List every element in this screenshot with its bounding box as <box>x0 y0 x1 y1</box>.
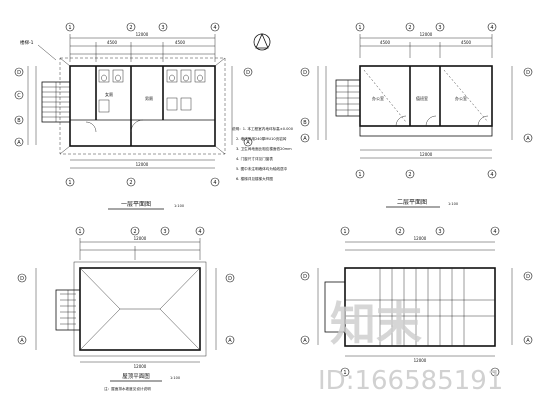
axis-label: A <box>20 338 24 344</box>
axis-label: 3 <box>438 229 441 235</box>
axis-label: 4 <box>198 229 201 235</box>
watermark-id: ID:166585191 <box>318 366 503 396</box>
axis-label: D <box>20 276 24 282</box>
stair-tag: 楼梯-1 <box>20 39 34 46</box>
axis-label: C <box>17 93 21 99</box>
dim-overall-bottom: 12000 <box>420 152 433 157</box>
axis-label: 4 <box>213 25 216 31</box>
axis-label: 2 <box>129 180 132 186</box>
plan-scale: 1:100 <box>174 204 184 208</box>
axis-label: A <box>526 338 530 344</box>
dim-overall-top: 12000 <box>134 236 147 241</box>
plan-title: 二层平面图 <box>397 199 427 206</box>
axis-label: A <box>303 136 307 142</box>
axis-label: A <box>526 136 530 142</box>
axis-label: D <box>228 276 232 282</box>
axis-label: A <box>303 338 307 344</box>
axis-label: D <box>526 274 530 280</box>
second-floor-plan: 12000 4500 4500 1 2 3 4 D B A D A <box>300 22 533 208</box>
axis-label: 3 <box>163 229 166 235</box>
axis-label: 1 <box>358 25 361 31</box>
axis-label: 2 <box>398 229 401 235</box>
plan-scale: 1:100 <box>170 376 180 380</box>
room-label: 女厕 <box>105 91 113 97</box>
dim-bay: 4500 <box>380 40 391 45</box>
axis-label: D <box>303 274 307 280</box>
note-line: 3. 卫生间地面比相应楼面低20mm <box>236 146 292 151</box>
note-line: 6. 楼梯详见楼梯大样图 <box>236 176 273 181</box>
dim-overall-top: 12000 <box>414 236 427 241</box>
axis-label: 3 <box>438 25 441 31</box>
dim-bay: 4500 <box>461 40 472 45</box>
note-line: 5. 图中未注明墙体均为轴线居中 <box>236 166 288 171</box>
dim-overall-bottom: 12000 <box>414 358 427 363</box>
lower-right-plan: 12000 1 2 3 4 D A D A 12000 <box>300 226 533 377</box>
first-floor-plan: 12000 4500 4500 1 2 3 4 D C B A D A <box>14 22 253 210</box>
dim-overall-bottom: 12000 <box>134 364 147 369</box>
axis-label: D <box>17 70 21 76</box>
plan-title: 一层平面图 <box>121 201 151 208</box>
axis-label: 3 <box>161 25 164 31</box>
axis-label: B <box>17 118 21 124</box>
room-label: 办公室 <box>372 95 384 101</box>
plan-title: 屋顶平面图 <box>122 372 150 380</box>
axis-label: D <box>303 70 307 76</box>
design-notes: 说明：1. 本工程室内地坪标高±0.000 2. 墙体采用240厚MU10页岩砖… <box>232 126 294 181</box>
axis-label: 1 <box>68 25 71 31</box>
axis-label: D <box>526 70 530 76</box>
north-arrow-icon <box>253 32 271 51</box>
watermark-logo: 知末 <box>330 297 422 351</box>
watermark: 知末 ID:166585191 <box>318 297 503 396</box>
axis-label: A <box>17 140 21 146</box>
note-line: 4. 门窗尺寸详见门窗表 <box>236 156 273 161</box>
axis-label: A <box>246 140 250 146</box>
axis-label: B <box>303 120 307 126</box>
axis-label: 4 <box>493 370 496 376</box>
axis-label: 1 <box>78 229 81 235</box>
note-line: 2. 墙体采用240厚MU10页岩砖 <box>236 136 287 141</box>
room-label: 办公室 <box>455 95 467 101</box>
dim-overall-bottom: 12000 <box>136 162 149 167</box>
roof-plan: 12000 1 2 3 4 D A D A <box>17 226 235 391</box>
axis-label: 2 <box>133 229 136 235</box>
axis-label: 4 <box>490 25 493 31</box>
note-line: 说明：1. 本工程室内地坪标高±0.000 <box>232 126 294 131</box>
room-label: 值班室 <box>416 95 428 101</box>
axis-label: 4 <box>213 180 216 186</box>
dim-bay: 4500 <box>175 40 186 45</box>
dim-bay: 4500 <box>107 40 118 45</box>
axis-label: 1 <box>343 370 346 376</box>
axis-label: 1 <box>358 172 361 178</box>
axis-label: 2 <box>129 25 132 31</box>
axis-label: 1 <box>343 229 346 235</box>
axis-label: 2 <box>408 172 411 178</box>
axis-label: 2 <box>408 25 411 31</box>
room-label: 男厕 <box>145 95 153 101</box>
axis-label: A <box>228 338 232 344</box>
roof-note: 注：屋面排水坡度见设计说明 <box>104 386 151 391</box>
axis-label: D <box>246 70 250 76</box>
plan-scale: 1:100 <box>448 202 458 206</box>
axis-label: 4 <box>493 229 496 235</box>
dim-overall-top: 12000 <box>136 32 149 37</box>
axis-label: 4 <box>490 172 493 178</box>
axis-label: 1 <box>68 180 71 186</box>
dim-overall-top: 12000 <box>420 32 433 37</box>
